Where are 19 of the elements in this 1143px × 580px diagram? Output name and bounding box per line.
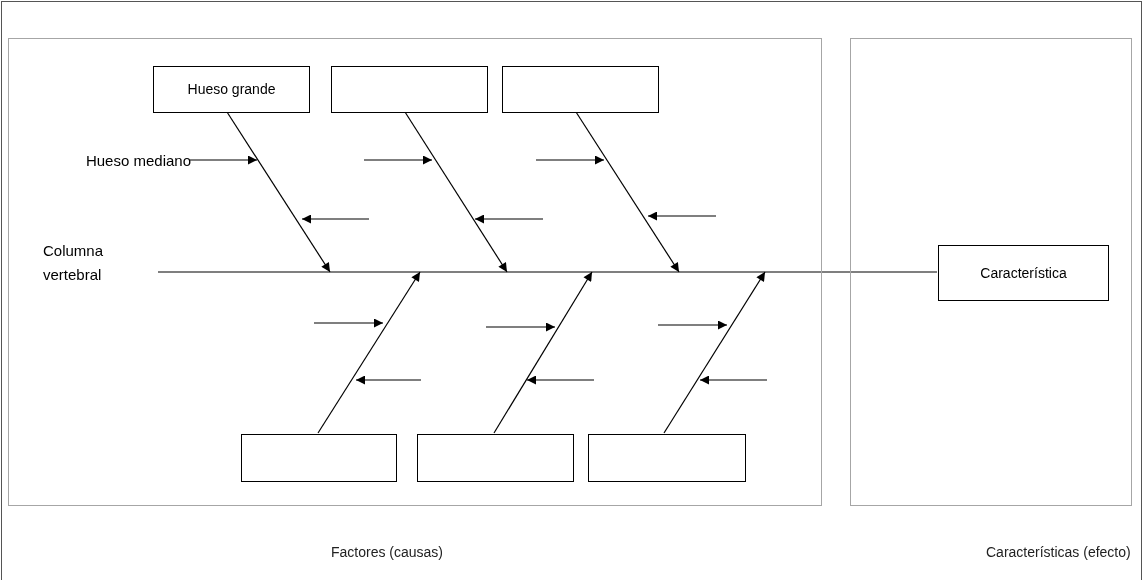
panel-caption: Características (efecto) — [986, 543, 1131, 562]
text-box — [331, 66, 488, 113]
panel-caption: Factores (causas) — [331, 543, 444, 562]
bone-arrow — [663, 271, 766, 434]
text-box: Hueso grande — [153, 66, 310, 113]
text-box — [588, 434, 746, 482]
text-label: Columna vertebral — [43, 239, 159, 293]
text-box — [241, 434, 397, 482]
text-box — [502, 66, 659, 113]
bone-arrow — [226, 111, 331, 273]
bone-arrow — [575, 111, 680, 273]
spine-line — [157, 271, 938, 273]
bone-arrow — [404, 111, 508, 273]
bone-arrow — [317, 271, 421, 434]
bone-arrow — [189, 155, 258, 165]
bone-arrow — [493, 271, 593, 434]
text-label: Hueso mediano — [43, 151, 191, 171]
text-box: Característica — [938, 245, 1109, 301]
text-box — [417, 434, 574, 482]
